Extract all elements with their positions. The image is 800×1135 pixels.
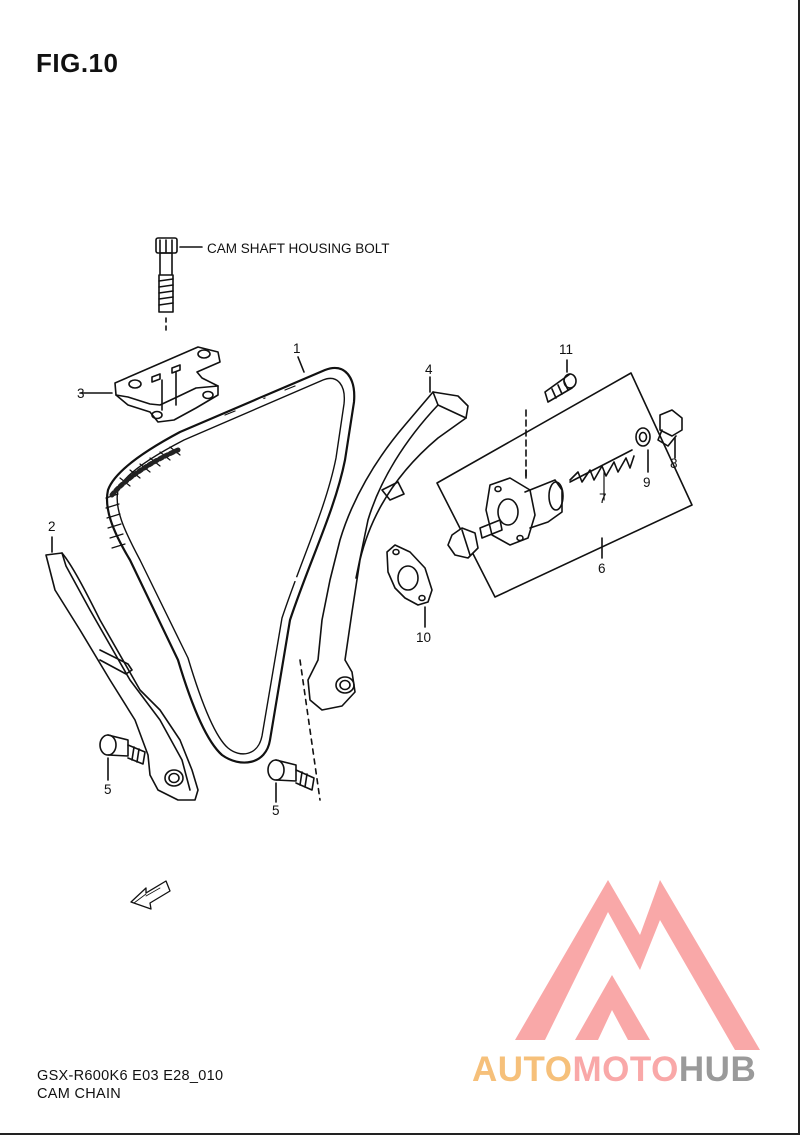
- callout-3: 3: [77, 386, 85, 401]
- diagram-name: CAM CHAIN: [37, 1086, 122, 1102]
- part-7-tensioner-spring: [569, 449, 635, 501]
- callout-labels: CAM SHAFT HOUSING BOLT 1 2 3 4 5 5 6 7 8…: [48, 241, 678, 818]
- callout-9: 9: [643, 475, 651, 490]
- part-6-tensioner-assembly-frame: [436, 372, 693, 598]
- callout-cam-shaft-housing-bolt: CAM SHAFT HOUSING BOLT: [207, 241, 390, 256]
- callout-6: 6: [598, 561, 606, 576]
- part-4-cam-chain-tensioner-guide: [299, 376, 469, 801]
- part-5-guide-bolt-left: [99, 734, 146, 781]
- part-9-gasket-washer: [635, 427, 651, 473]
- callout-5-left: 5: [104, 782, 112, 797]
- callout-2: 2: [48, 519, 56, 534]
- callout-10: 10: [416, 630, 431, 645]
- part-5-guide-bolt-right: [267, 759, 315, 803]
- part-10-tensioner-gasket: [386, 544, 433, 628]
- callout-7: 7: [599, 491, 607, 506]
- watermark-logo-icon: [515, 880, 760, 1050]
- part-2-cam-chain-guide-no1: [45, 536, 199, 801]
- cam-shaft-housing-bolt: [155, 237, 203, 331]
- diagram-code: GSX-R600K6 E03 E28_010: [37, 1068, 224, 1084]
- callout-8: 8: [670, 456, 678, 471]
- part-6-cam-chain-tensioner: [447, 409, 564, 559]
- part-3-cam-chain-guide-upper: [79, 346, 221, 423]
- part-8-tensioner-cap-bolt: [657, 409, 683, 459]
- callout-1: 1: [293, 341, 301, 356]
- callout-11: 11: [559, 342, 573, 357]
- callout-4: 4: [425, 362, 433, 377]
- part-11-tensioner-bolt: [544, 359, 577, 403]
- part-1-cam-chain: [105, 356, 356, 764]
- callout-5-right: 5: [272, 803, 280, 818]
- figure-title: FIG.10: [36, 48, 119, 78]
- fwd-arrow-icon: [130, 880, 171, 910]
- watermark-text: AUTOMOTOHUB: [472, 1050, 757, 1089]
